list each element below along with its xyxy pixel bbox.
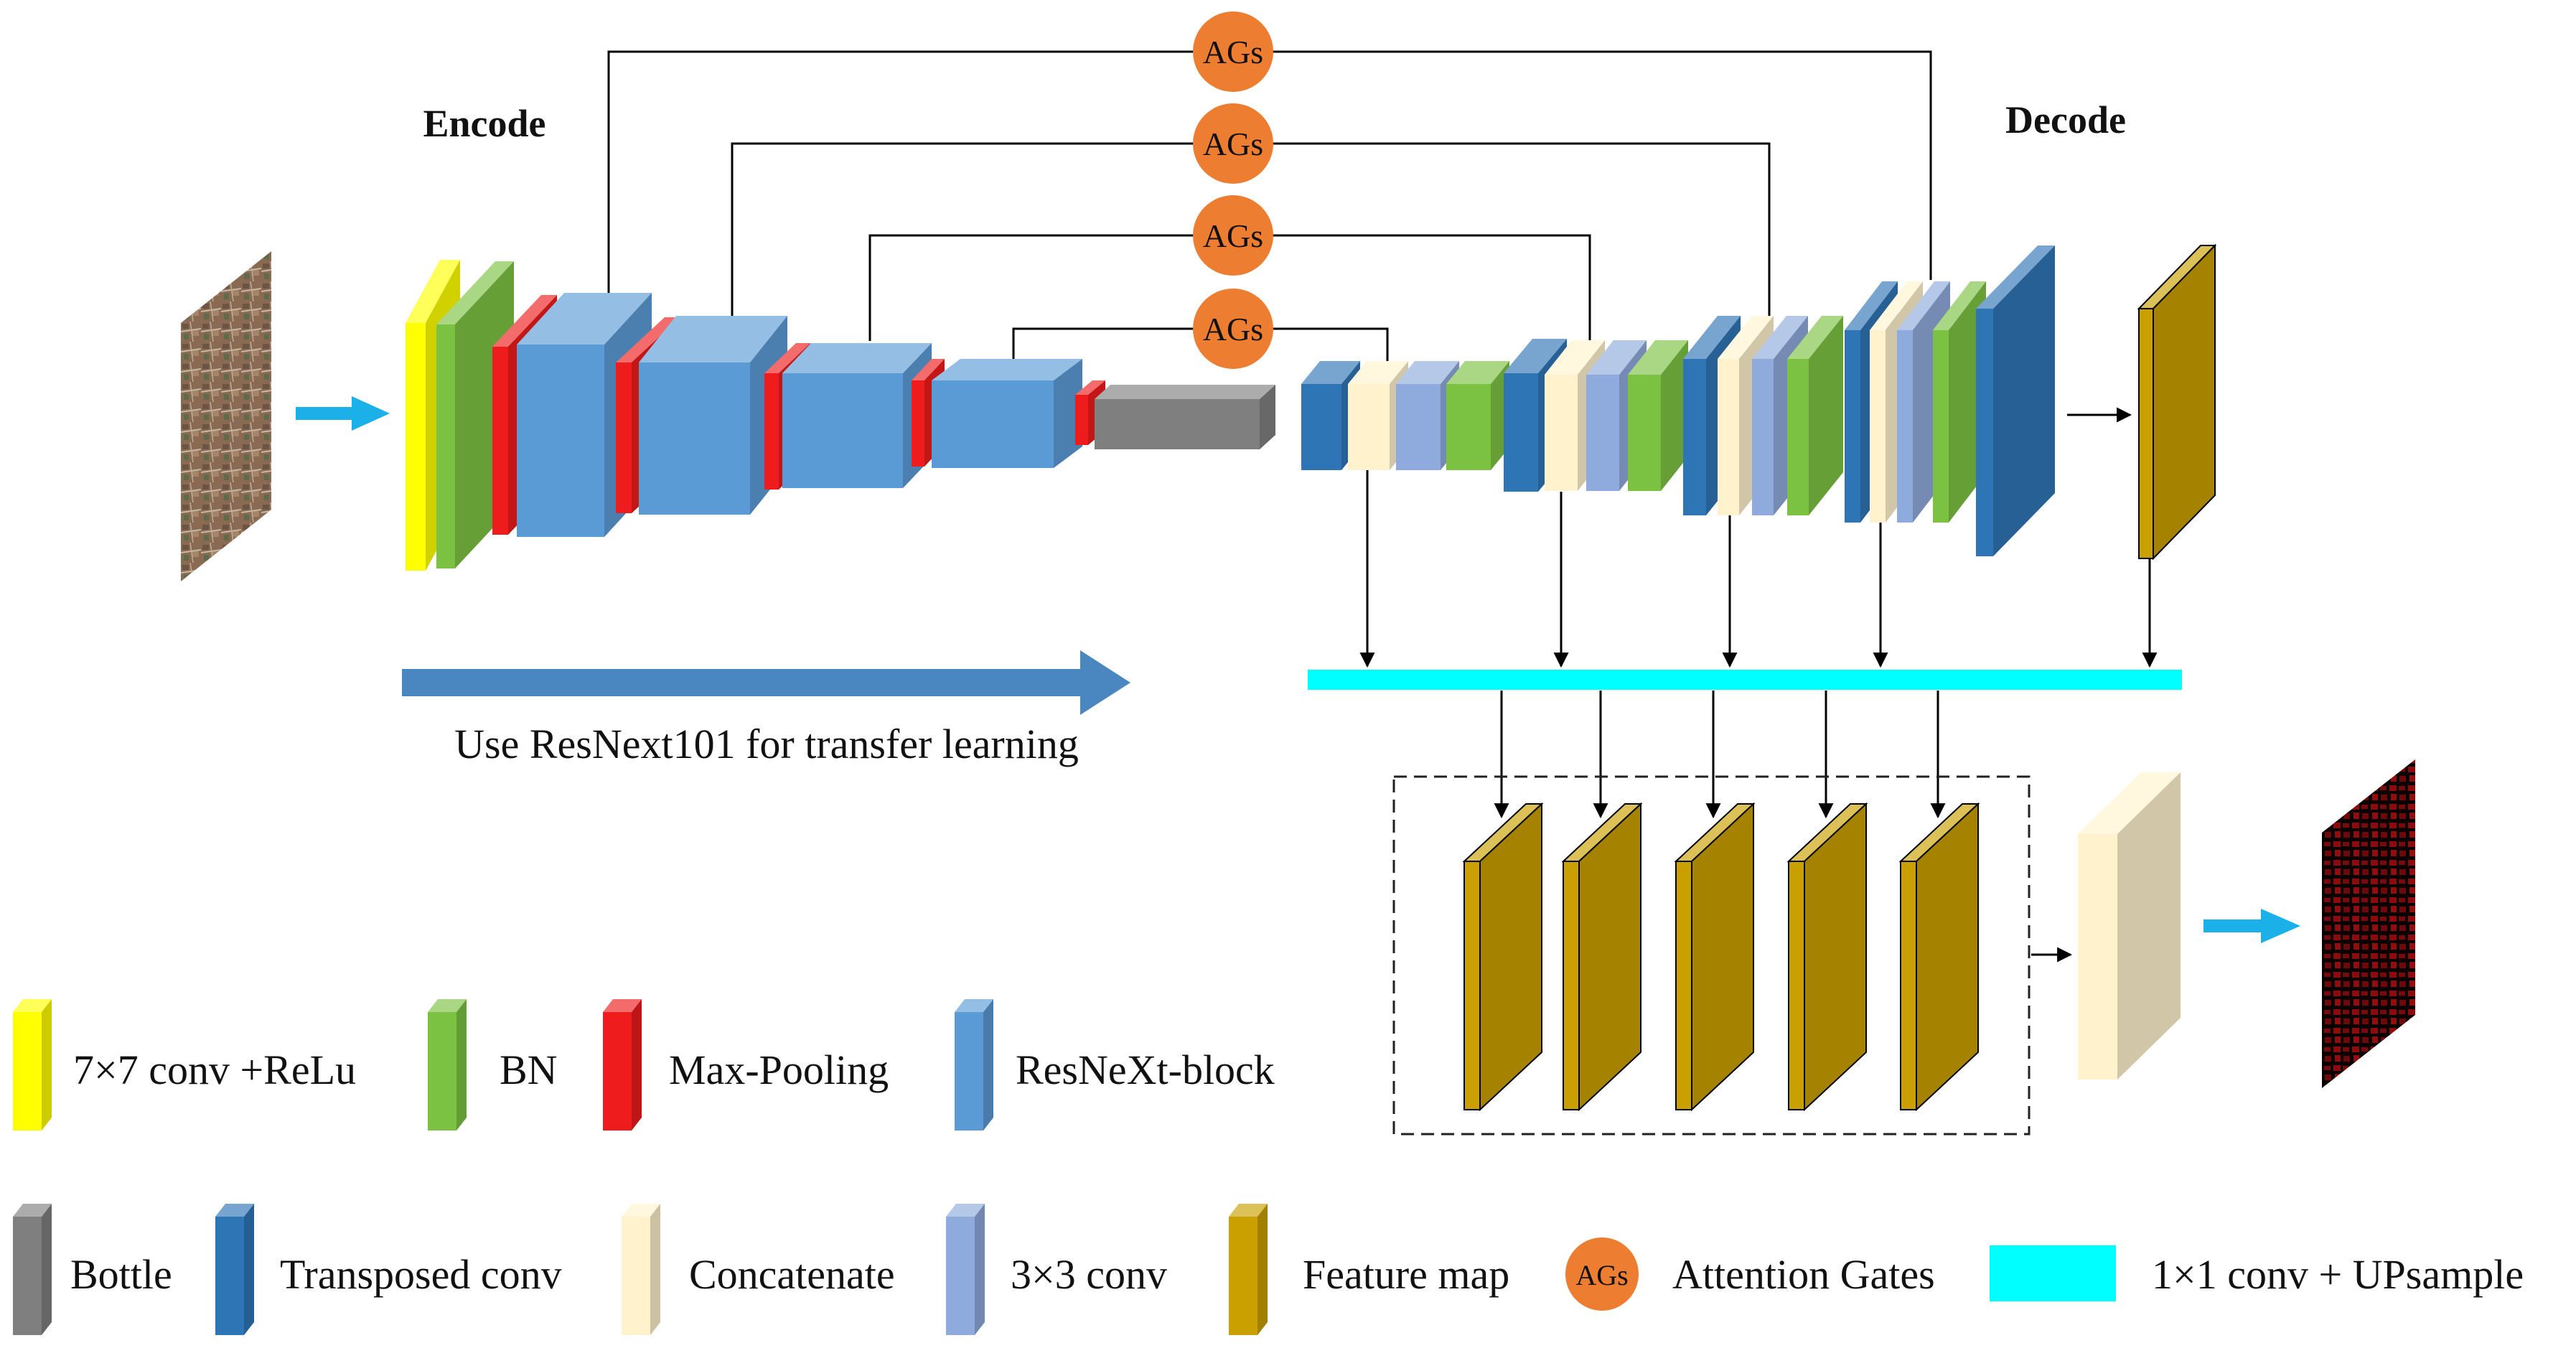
conv3-swatch-icon xyxy=(946,1204,985,1335)
output-mask xyxy=(2322,759,2415,1088)
skip-connection-line xyxy=(607,50,1932,294)
input-image xyxy=(181,251,271,581)
feature-map-swatch-icon xyxy=(1229,1204,1268,1335)
maxpool-swatch-icon xyxy=(603,999,642,1131)
legend-label: 7×7 conv +ReLu xyxy=(73,1047,356,1093)
legend-label: Max-Pooling xyxy=(669,1047,889,1093)
legend: 7×7 conv +ReLu BN Max-Pooling ResNeXt-bl… xyxy=(13,999,2524,1335)
upsample-swatch-icon xyxy=(1990,1245,2116,1301)
input-arrow xyxy=(296,396,390,431)
legend-item-resnext: ResNeXt-block xyxy=(955,999,1275,1131)
connection-lines xyxy=(607,50,2158,963)
feature-map-block xyxy=(1898,802,1980,1112)
legend-label: Feature map xyxy=(1303,1251,1509,1298)
legend-label: Transposed conv xyxy=(280,1251,562,1298)
legend-item-upsample: 1×1 conv + UPsample xyxy=(1990,1245,2524,1301)
output-arrow xyxy=(2203,909,2300,943)
legend-label: ResNeXt-block xyxy=(1016,1047,1275,1093)
resnext-block xyxy=(782,343,932,488)
transposed-conv-block xyxy=(1976,245,2055,556)
attention-gate-swatch-icon xyxy=(1565,1237,1639,1311)
encode-title: Encode xyxy=(423,102,545,145)
transposed-conv-swatch-icon xyxy=(215,1204,254,1335)
resnext-block xyxy=(932,359,1082,468)
legend-item-transposed: Transposed conv xyxy=(215,1204,562,1335)
legend-item-bn: BN xyxy=(428,999,558,1131)
attention-gate-label: AGs xyxy=(1203,126,1263,162)
legend-item-conv7: 7×7 conv +ReLu xyxy=(13,999,356,1131)
attention-gate-circle xyxy=(1193,103,1273,184)
legend-item-maxpool: Max-Pooling xyxy=(603,999,889,1131)
attention-gate: AGs xyxy=(1193,103,1273,184)
attention-gate-label: AGs xyxy=(1203,311,1263,347)
network-blocks xyxy=(406,243,2217,1112)
conv7-swatch-icon xyxy=(13,999,52,1131)
attention-gate-circle xyxy=(1193,11,1273,92)
concatenate-swatch-icon xyxy=(622,1204,660,1335)
bn-block xyxy=(1787,316,1843,515)
bn-block xyxy=(1628,340,1688,491)
bottle-block xyxy=(1095,385,1275,449)
upsample-bar xyxy=(1308,670,2182,690)
legend-item-ags: AGs Attention Gates xyxy=(1565,1237,1935,1311)
legend-label: Bottle xyxy=(70,1251,172,1298)
legend-label: Concatenate xyxy=(689,1251,895,1298)
attention-gate-circle xyxy=(1193,289,1273,369)
legend-label: BN xyxy=(500,1047,558,1093)
transfer-learning-arrow xyxy=(402,650,1130,715)
bn-block xyxy=(1446,361,1509,470)
feature-map-block xyxy=(1674,802,1756,1112)
legend-label: Attention Gates xyxy=(1672,1251,1935,1298)
attention-gate-label: AGs xyxy=(1203,34,1263,70)
bn-swatch-icon xyxy=(428,999,467,1131)
feature-map-block xyxy=(1462,802,1544,1112)
concatenate-block xyxy=(2078,772,2181,1080)
ags-swatch-label: AGs xyxy=(1575,1259,1628,1291)
attention-gate: AGs xyxy=(1193,195,1273,276)
attention-gate: AGs xyxy=(1193,11,1273,92)
transfer-caption: Use ResNext101 for transfer learning xyxy=(454,721,1079,767)
legend-item-conv3: 3×3 conv xyxy=(946,1204,1167,1335)
legend-item-bottle: Bottle xyxy=(13,1204,172,1335)
attention-gate: AGs xyxy=(1193,289,1273,369)
legend-item-feature: Feature map xyxy=(1229,1204,1509,1335)
legend-label: 3×3 conv xyxy=(1011,1251,1167,1298)
fusion-box xyxy=(1392,775,2031,1136)
resnext-swatch-icon xyxy=(955,999,993,1131)
feature-map-block xyxy=(1786,802,1868,1112)
attention-gate-label: AGs xyxy=(1203,217,1263,254)
bottle-swatch-icon xyxy=(13,1204,52,1335)
legend-item-concat: Concatenate xyxy=(622,1204,895,1335)
legend-label: 1×1 conv + UPsample xyxy=(2152,1251,2524,1298)
feature-map-block xyxy=(2137,243,2217,561)
decode-title: Decode xyxy=(2005,98,2126,141)
attention-gate-circle xyxy=(1193,195,1273,276)
feature-map-block xyxy=(1561,802,1643,1112)
